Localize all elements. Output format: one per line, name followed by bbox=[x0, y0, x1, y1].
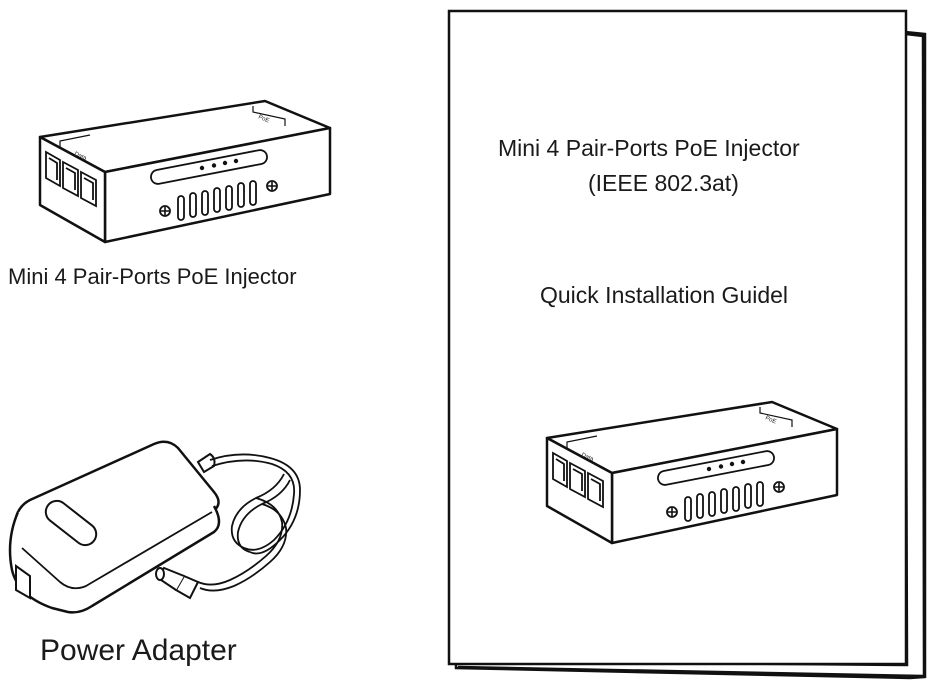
top-markings bbox=[59, 106, 286, 147]
injector-caption: Mini 4 Pair-Ports PoE Injector bbox=[8, 264, 297, 289]
guide-title-line-2: (IEEE 802.3at) bbox=[588, 170, 739, 196]
adapter-ac-inlet bbox=[15, 564, 31, 600]
vent-slots bbox=[177, 180, 257, 221]
booklet-back-edge bbox=[457, 32, 926, 678]
poe-port-text: PoE bbox=[257, 114, 270, 124]
power-adapter-drawing bbox=[8, 440, 301, 614]
vent-slots bbox=[684, 481, 764, 522]
led-panel bbox=[657, 450, 775, 486]
led-indicators bbox=[706, 459, 746, 472]
screw-icons bbox=[159, 180, 278, 217]
guide-title-line-1: Mini 4 Pair-Ports PoE Injector bbox=[498, 135, 800, 161]
adapter-cable-boot bbox=[196, 452, 216, 474]
data-port-text: Data bbox=[580, 452, 595, 463]
poe-injector-drawing: Data PoE bbox=[38, 99, 332, 244]
guide-subtitle: Quick Installation Guidel bbox=[540, 282, 789, 308]
screw-icons bbox=[666, 481, 785, 518]
led-panel bbox=[150, 149, 268, 185]
adapter-cable bbox=[197, 453, 301, 592]
poe-injector-drawing: Data PoE bbox=[545, 400, 839, 545]
ethernet-ports bbox=[552, 451, 604, 509]
adapter-caption: Power Adapter bbox=[40, 634, 237, 667]
poe-port-text: PoE bbox=[764, 415, 777, 425]
booklet-front-page bbox=[447, 9, 908, 666]
adapter-dc-plug bbox=[155, 566, 200, 600]
led-indicators bbox=[199, 158, 239, 171]
guide-booklet bbox=[447, 9, 927, 680]
adapter-side-face bbox=[8, 505, 221, 614]
ethernet-ports bbox=[45, 150, 97, 208]
top-markings bbox=[566, 407, 793, 448]
adapter-label-recess bbox=[44, 499, 98, 547]
data-port-text: Data bbox=[73, 151, 88, 162]
